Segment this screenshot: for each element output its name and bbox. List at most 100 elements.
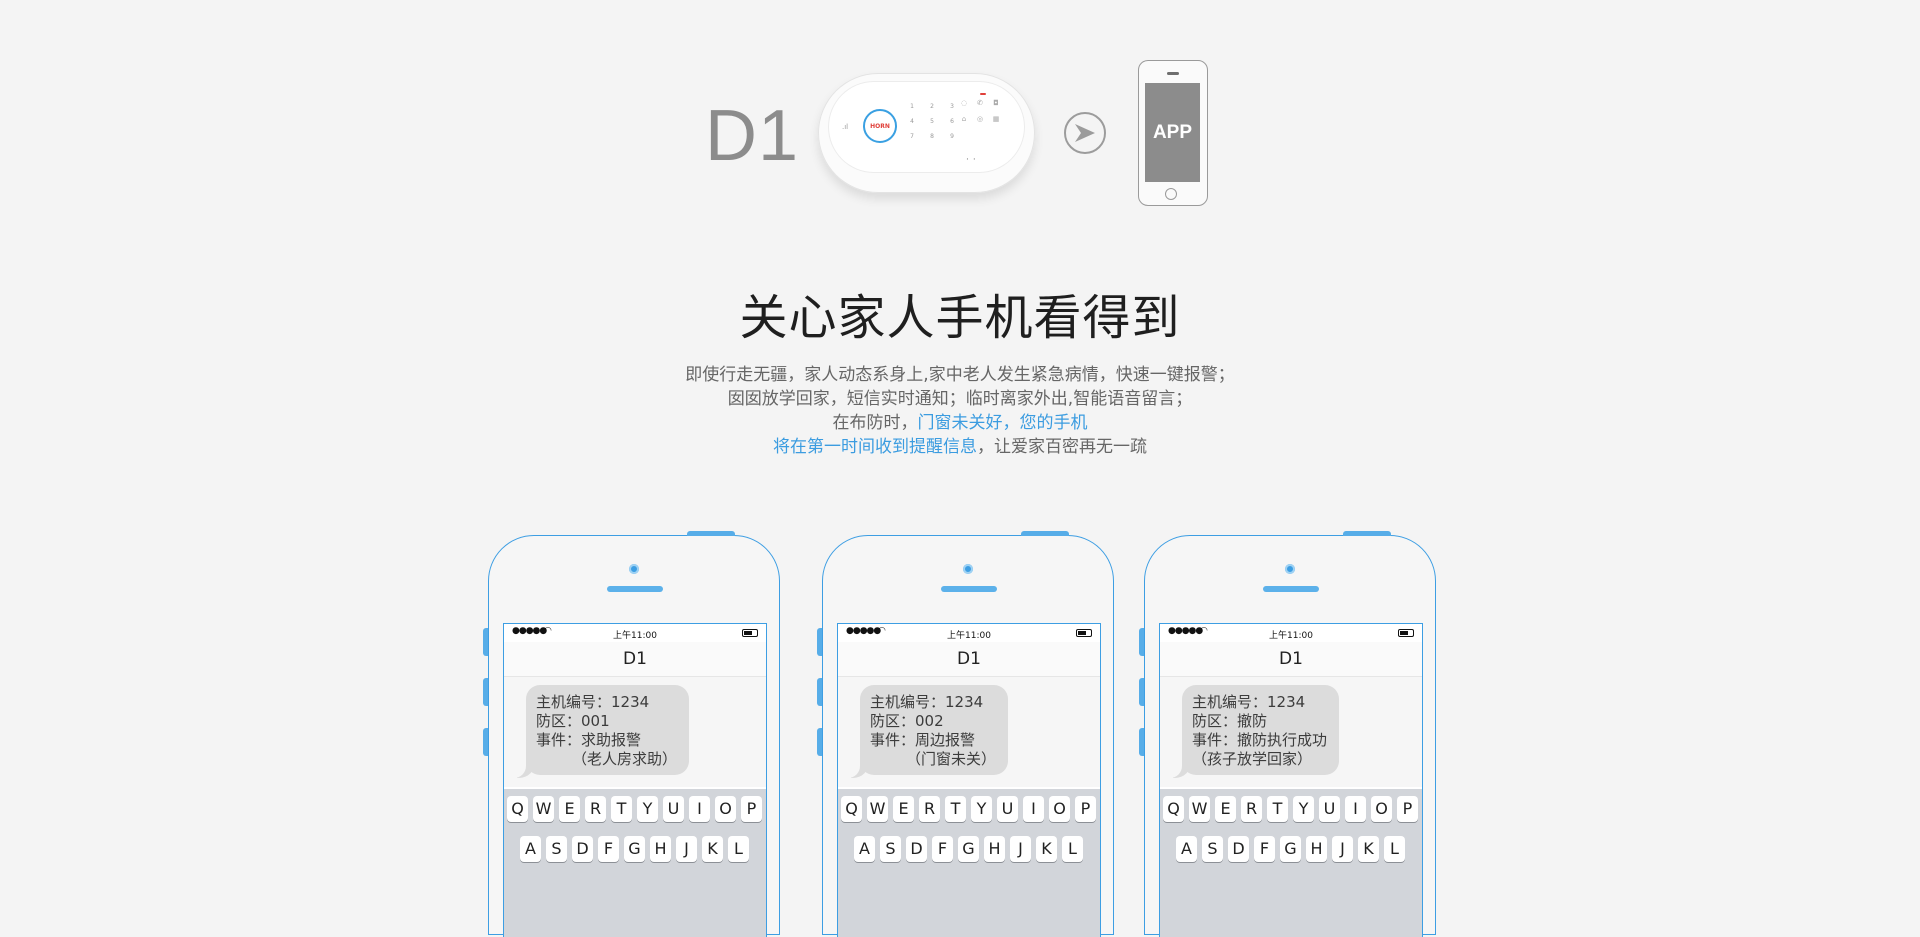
- key[interactable]: Y: [637, 796, 658, 822]
- description-line: 在布防时，门窗未关好，您的手机: [0, 411, 1920, 435]
- key[interactable]: T: [1267, 796, 1288, 822]
- key[interactable]: A: [520, 836, 541, 862]
- keyboard: Q W E R T Y U I O P A S D F G H J K L: [838, 789, 1100, 937]
- key[interactable]: O: [715, 796, 736, 822]
- description-highlight: 将在第一时间收到提醒信息: [773, 437, 977, 457]
- signal-icon: ●●●●●: [512, 626, 547, 636]
- device-key: 2: [930, 103, 934, 110]
- camera-icon: [1285, 564, 1295, 574]
- message-note: （老人房求助）: [572, 750, 678, 768]
- indicator-dots-icon: ··: [966, 155, 980, 165]
- keyboard-row-2: A S D F G H J K L: [1176, 836, 1405, 862]
- key[interactable]: Q: [1163, 796, 1184, 822]
- message-host: 主机编号：1234: [1192, 693, 1306, 711]
- description-line: 囡囡放学回家，短信实时通知；临时离家外出,智能语音留言；: [727, 389, 1193, 409]
- key[interactable]: W: [533, 796, 554, 822]
- key[interactable]: F: [932, 836, 953, 862]
- key[interactable]: I: [689, 796, 710, 822]
- battery-icon: [1398, 629, 1414, 637]
- camera-icon: [629, 564, 639, 574]
- key[interactable]: W: [1189, 796, 1210, 822]
- message-area: 主机编号：1234 防区：002 事件：周边报警 （门窗未关）: [838, 677, 1100, 787]
- key[interactable]: O: [1371, 796, 1392, 822]
- conversation-title: D1: [504, 642, 766, 677]
- key[interactable]: F: [1254, 836, 1275, 862]
- key[interactable]: T: [611, 796, 632, 822]
- device-key: 9: [950, 133, 954, 140]
- key[interactable]: P: [1397, 796, 1418, 822]
- key[interactable]: H: [650, 836, 671, 862]
- device-key: 7: [910, 133, 914, 140]
- earpiece-icon: [1263, 586, 1319, 592]
- message-zone: 防区：撤防: [1192, 712, 1268, 730]
- key[interactable]: R: [919, 796, 940, 822]
- key[interactable]: W: [867, 796, 888, 822]
- message-event: 事件：周边报警: [870, 731, 976, 749]
- volume-button-icon: [817, 628, 822, 656]
- key[interactable]: I: [1023, 796, 1044, 822]
- key[interactable]: H: [1306, 836, 1327, 862]
- conversation-title: D1: [1160, 642, 1422, 677]
- status-bar: ●●●●● ◠ 上午11:00: [1160, 624, 1422, 642]
- volume-button-icon: [1139, 678, 1144, 706]
- earpiece-icon: [941, 586, 997, 592]
- message-zone: 防区：002: [870, 712, 944, 730]
- message-zone: 防区：001: [536, 712, 610, 730]
- key[interactable]: U: [663, 796, 684, 822]
- key[interactable]: J: [1332, 836, 1353, 862]
- key[interactable]: K: [702, 836, 723, 862]
- volume-button-icon: [817, 728, 822, 756]
- key[interactable]: T: [945, 796, 966, 822]
- key[interactable]: G: [958, 836, 979, 862]
- key[interactable]: P: [741, 796, 762, 822]
- key[interactable]: D: [572, 836, 593, 862]
- volume-button-icon: [483, 728, 488, 756]
- key[interactable]: P: [1075, 796, 1096, 822]
- key[interactable]: J: [1010, 836, 1031, 862]
- key[interactable]: D: [1228, 836, 1249, 862]
- hero-row: D1 .ıl HORN 1 2 3 4 5 6 7 8 9 ◌ ✆ ◘ ⌂: [0, 55, 1920, 215]
- keyboard-row-1: Q W E R T Y U I O P: [1163, 796, 1418, 822]
- key[interactable]: Q: [841, 796, 862, 822]
- volume-button-icon: [1139, 728, 1144, 756]
- sos-icon: ◎: [976, 115, 984, 123]
- phone-screen: ●●●●● ◠ 上午11:00 D1 主机编号：1234 防区：撤防 事件：撤防…: [1159, 623, 1423, 937]
- key[interactable]: Y: [1293, 796, 1314, 822]
- message-note: （门窗未关）: [906, 750, 997, 768]
- key[interactable]: H: [984, 836, 1005, 862]
- key[interactable]: E: [559, 796, 580, 822]
- model-name: D1: [705, 96, 800, 176]
- key[interactable]: E: [893, 796, 914, 822]
- key[interactable]: A: [854, 836, 875, 862]
- key[interactable]: O: [1049, 796, 1070, 822]
- key[interactable]: G: [624, 836, 645, 862]
- key[interactable]: E: [1215, 796, 1236, 822]
- key[interactable]: L: [1384, 836, 1405, 862]
- key[interactable]: K: [1358, 836, 1379, 862]
- key[interactable]: L: [1062, 836, 1083, 862]
- description-text: ，让爱家百密再无一疏: [977, 437, 1147, 457]
- key[interactable]: S: [546, 836, 567, 862]
- key[interactable]: K: [1036, 836, 1057, 862]
- key[interactable]: L: [728, 836, 749, 862]
- key[interactable]: R: [1241, 796, 1262, 822]
- key[interactable]: U: [1319, 796, 1340, 822]
- key[interactable]: R: [585, 796, 606, 822]
- key[interactable]: D: [906, 836, 927, 862]
- key[interactable]: I: [1345, 796, 1366, 822]
- key[interactable]: G: [1280, 836, 1301, 862]
- key[interactable]: F: [598, 836, 619, 862]
- description-line: 将在第一时间收到提醒信息，让爱家百密再无一疏: [0, 435, 1920, 459]
- key[interactable]: U: [997, 796, 1018, 822]
- key[interactable]: A: [1176, 836, 1197, 862]
- key[interactable]: S: [880, 836, 901, 862]
- key[interactable]: Q: [507, 796, 528, 822]
- key[interactable]: S: [1202, 836, 1223, 862]
- key[interactable]: J: [676, 836, 697, 862]
- sms-phone-3: ●●●●● ◠ 上午11:00 D1 主机编号：1234 防区：撤防 事件：撤防…: [1139, 531, 1436, 937]
- lock-icon: ◘: [993, 99, 999, 107]
- key[interactable]: Y: [971, 796, 992, 822]
- signal-icon: ●●●●●: [846, 626, 881, 636]
- signal-icon: ●●●●●: [1168, 626, 1203, 636]
- device-key: 6: [950, 118, 954, 125]
